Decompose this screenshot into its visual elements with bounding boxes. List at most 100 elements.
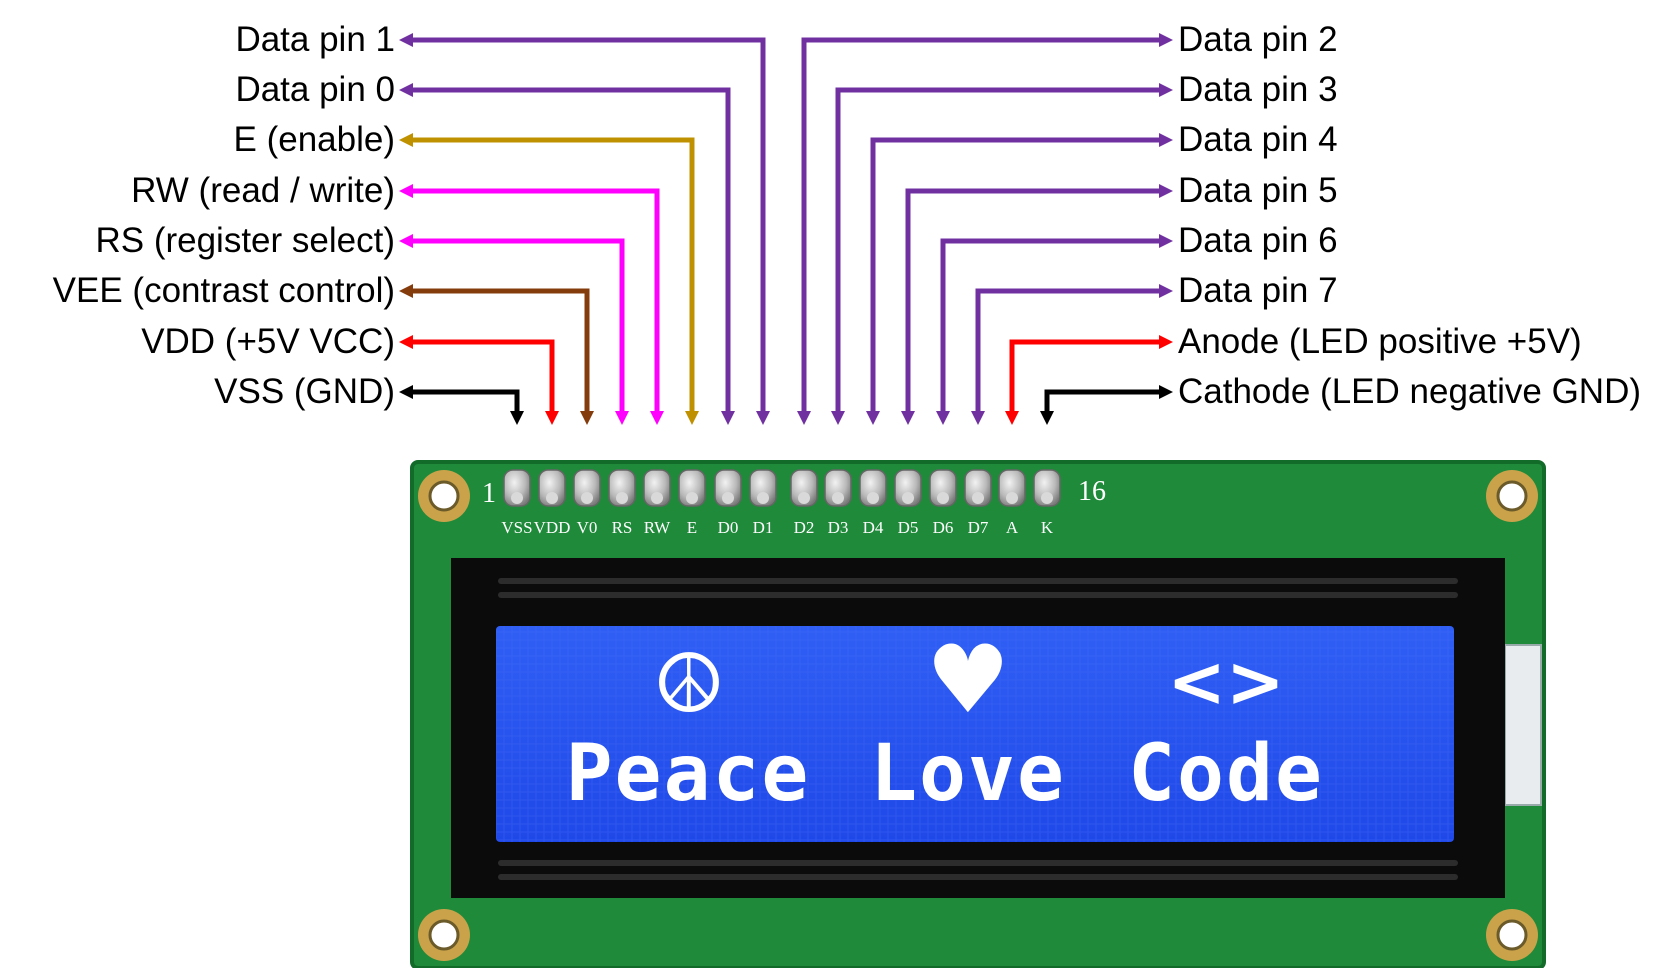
bezel-ridge-top — [498, 578, 1458, 584]
arrow-head-down — [615, 411, 629, 425]
wire-line — [412, 339, 555, 413]
header-pin — [678, 469, 706, 507]
pin-label-rw: RW — [644, 518, 671, 537]
bezel-ridge-top — [498, 592, 1458, 598]
header-pin — [573, 469, 601, 507]
header-pin — [964, 469, 992, 507]
right-label-group: Data pin 2 Data pin 3 Data pin 4 Data pi… — [1178, 20, 1641, 411]
label-data-pin-2: Data pin 2 — [1178, 20, 1338, 59]
arrow-head-down — [866, 411, 880, 425]
solder-pad — [1041, 492, 1053, 504]
bezel-ridge-bottom — [498, 874, 1458, 880]
arrow-head-down — [831, 411, 845, 425]
pin-label-rs: RS — [612, 518, 633, 537]
header-pin — [749, 469, 777, 507]
mounting-hole — [418, 909, 470, 961]
left-label-group: Data pin 1 Data pin 0 E (enable) RW (rea… — [53, 20, 395, 411]
arrow-head-down — [685, 411, 699, 425]
arrow-head-down — [1040, 411, 1054, 425]
header-pin — [503, 469, 531, 507]
wire-line — [975, 288, 1160, 413]
code-brackets-icon: <> — [1167, 641, 1284, 723]
label-enable: E (enable) — [234, 120, 395, 159]
wire-line — [801, 37, 1160, 413]
wire-line — [870, 137, 1160, 413]
pin-label-d7: D7 — [968, 518, 989, 537]
wire-line — [1044, 389, 1160, 413]
solder-pad — [867, 492, 879, 504]
arrow-head-down — [510, 411, 524, 425]
pin-label-vss: VSS — [501, 518, 532, 537]
arrow-head-down — [650, 411, 664, 425]
arrow-head-down — [901, 411, 915, 425]
arrow-head-left — [399, 284, 413, 298]
arrow-head-right — [1159, 234, 1173, 248]
label-vss: VSS (GND) — [214, 372, 395, 411]
arrow-head-left — [399, 83, 413, 97]
pin-label-d0: D0 — [718, 518, 739, 537]
arrow-head-down — [971, 411, 985, 425]
wire-data-pin-0 — [399, 83, 735, 425]
header-pin — [859, 469, 887, 507]
arrow-head-right — [1159, 33, 1173, 47]
solder-pad — [1006, 492, 1018, 504]
arrow-head-down — [721, 411, 735, 425]
pin-label-e: E — [687, 518, 697, 537]
wiring-layer — [399, 33, 1173, 425]
lcd-pixel-grid — [496, 626, 1454, 842]
pin-label-a: A — [1006, 518, 1019, 537]
peace-icon: ☮ — [652, 637, 726, 732]
wire-line — [1009, 339, 1160, 413]
solder-pad — [937, 492, 949, 504]
wire-read-write — [399, 184, 664, 425]
pin-label-vdd: VDD — [534, 518, 571, 537]
wire-line — [412, 238, 625, 413]
header-pin — [538, 469, 566, 507]
arrow-head-right — [1159, 83, 1173, 97]
solder-pad — [972, 492, 984, 504]
arrow-head-down — [936, 411, 950, 425]
wire-line — [835, 87, 1160, 413]
header-pin — [608, 469, 636, 507]
wire-register-select — [399, 234, 629, 425]
wire-line — [940, 238, 1160, 413]
lcd-text-code: Code — [1128, 729, 1324, 819]
pin-label-d3: D3 — [828, 518, 849, 537]
label-contrast-control: VEE (contrast control) — [53, 271, 395, 310]
arrow-head-left — [399, 133, 413, 147]
wire-vdd — [399, 335, 559, 425]
arrow-head-left — [399, 385, 413, 399]
wire-data-pin-1 — [399, 33, 770, 425]
wire-enable — [399, 133, 699, 425]
solder-pad — [757, 492, 769, 504]
label-data-pin-1: Data pin 1 — [235, 20, 395, 59]
arrow-head-down — [797, 411, 811, 425]
pin-label-d6: D6 — [933, 518, 954, 537]
arrow-head-right — [1159, 385, 1173, 399]
header-pin — [790, 469, 818, 507]
header-pin — [894, 469, 922, 507]
wire-line — [412, 37, 766, 413]
wire-line — [905, 188, 1160, 413]
solder-pad — [686, 492, 698, 504]
wire-line — [412, 87, 731, 413]
arrow-head-down — [545, 411, 559, 425]
lcd-text-love: Love — [870, 729, 1066, 819]
backlight-connector — [1504, 644, 1542, 806]
lcd-text-peace: Peace — [566, 729, 811, 819]
header-pin — [824, 469, 852, 507]
wire-line — [412, 288, 590, 413]
heart-icon: ♥ — [926, 626, 1010, 735]
pin-label-d2: D2 — [794, 518, 815, 537]
arrow-head-down — [756, 411, 770, 425]
label-read-write: RW (read / write) — [131, 171, 395, 210]
mounting-hole — [1486, 909, 1538, 961]
arrow-head-left — [399, 234, 413, 248]
label-anode: Anode (LED positive +5V) — [1178, 322, 1582, 361]
label-data-pin-0: Data pin 0 — [235, 70, 395, 109]
arrow-head-left — [399, 184, 413, 198]
arrow-head-left — [399, 335, 413, 349]
header-pin — [998, 469, 1026, 507]
